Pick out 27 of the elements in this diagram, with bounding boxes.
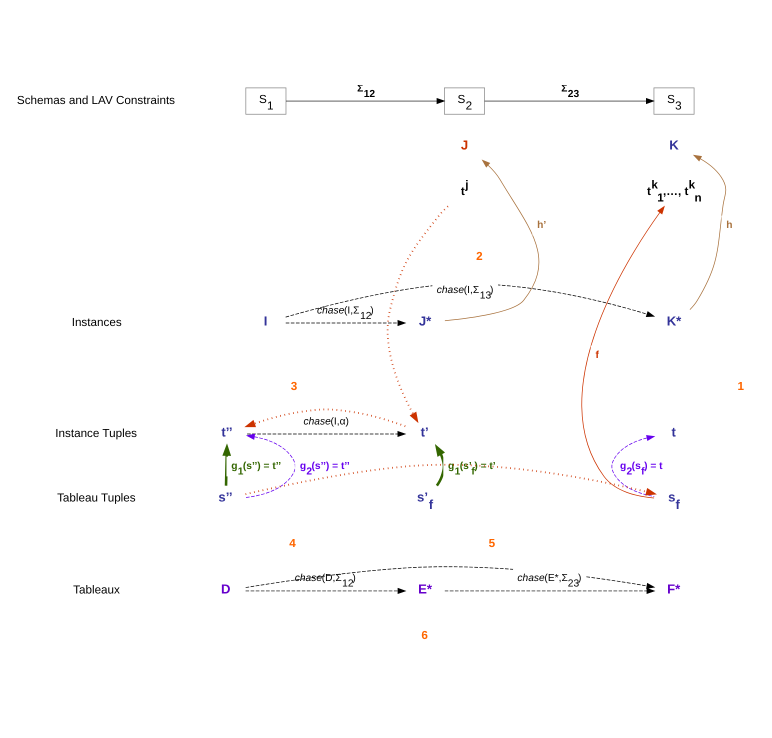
node-text: t’: [420, 424, 429, 440]
edge-label: chase(I,α): [304, 416, 349, 428]
node-text: K: [669, 138, 679, 153]
label: 4: [289, 536, 296, 550]
node-text: I: [264, 313, 268, 328]
node-text: t: [671, 424, 676, 440]
label: Schemas and LAV Constraints: [16, 94, 176, 107]
node-text: D: [221, 581, 230, 596]
label: 5: [488, 536, 496, 550]
label: 3: [290, 380, 298, 394]
edge-label: h: [726, 220, 732, 231]
node-text: J: [460, 138, 468, 153]
node-text: s’’: [218, 489, 233, 504]
label: Instances: [72, 316, 122, 329]
node-text: E*: [418, 581, 432, 596]
label: Instance Tuples: [55, 426, 138, 440]
label: Tableaux: [73, 584, 120, 597]
label: 2: [476, 250, 483, 264]
edge-label: f: [596, 350, 599, 361]
node-text: K*: [666, 313, 682, 328]
label: Tableau Tuples: [57, 492, 136, 505]
label: 6: [421, 628, 428, 642]
node-text: J*: [418, 313, 432, 328]
node-text: F*: [667, 581, 680, 596]
label: 1: [738, 380, 744, 394]
node-text: t’’: [221, 424, 233, 440]
edge-label: h’: [537, 220, 546, 231]
